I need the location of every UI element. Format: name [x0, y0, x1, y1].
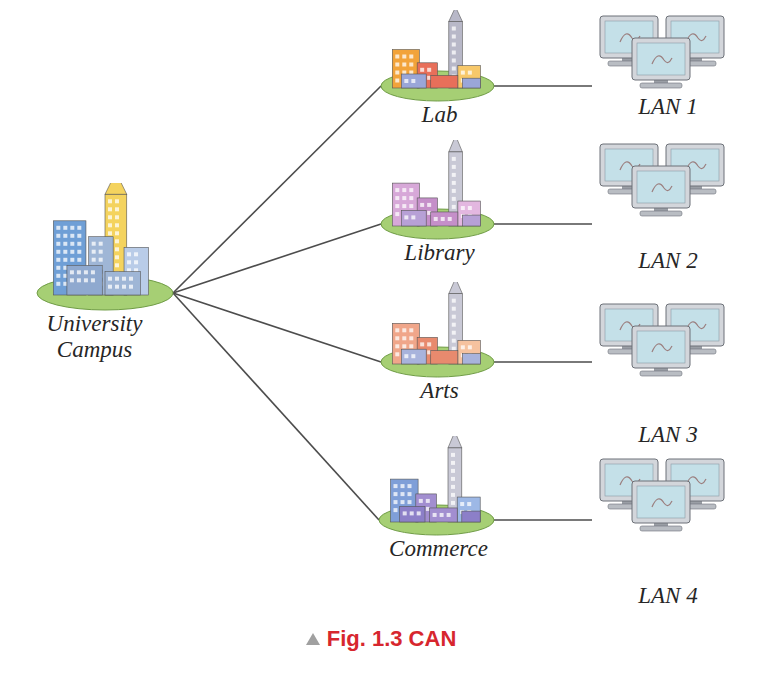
building-illustration: [10, 183, 175, 311]
network-link: [494, 85, 592, 87]
building: [431, 75, 458, 88]
node-label: Library: [380, 240, 499, 266]
node-label: LAN 4: [592, 583, 744, 609]
node-label: LAN 2: [592, 248, 744, 274]
figure-caption: Fig. 1.3 CAN: [327, 626, 457, 652]
node-label: University Campus: [10, 311, 179, 364]
node-label: Commerce: [378, 536, 499, 562]
building: [401, 74, 426, 88]
building: [400, 506, 425, 522]
department-node: Arts: [380, 282, 499, 404]
computer-monitor: [632, 38, 690, 88]
building: [431, 351, 458, 364]
campus-node: University Campus: [10, 183, 179, 364]
department-node: Lab: [380, 10, 499, 128]
building: [67, 265, 102, 295]
building-illustration: [380, 10, 495, 102]
network-link: [173, 293, 379, 520]
building: [105, 272, 140, 295]
building: [430, 508, 458, 522]
network-link: [173, 224, 381, 293]
lan-node: LAN 2: [592, 140, 744, 274]
building-illustration: [378, 436, 495, 536]
department-node: Commerce: [378, 436, 499, 562]
computer-illustration: [592, 300, 740, 422]
node-label: Arts: [380, 378, 499, 404]
node-label: Lab: [380, 102, 499, 128]
node-label: LAN 3: [592, 422, 744, 448]
building: [462, 78, 480, 88]
computer-monitor: [632, 326, 690, 376]
network-link: [494, 361, 592, 363]
building: [458, 201, 481, 226]
building: [431, 212, 458, 226]
network-link: [494, 223, 592, 225]
building: [458, 66, 481, 88]
building: [462, 354, 480, 364]
computer-monitor: [632, 481, 690, 531]
caption-triangle: [305, 632, 321, 646]
computer-illustration: [592, 140, 740, 248]
caption-row: Fig. 1.3 CAN: [0, 626, 761, 652]
building: [401, 210, 426, 226]
department-node: Library: [380, 140, 499, 266]
computer-illustration: [592, 12, 740, 94]
lan-node: LAN 3: [592, 300, 744, 448]
network-link: [494, 519, 592, 521]
building: [401, 349, 426, 364]
building: [458, 340, 481, 364]
computer-illustration: [592, 455, 740, 583]
building: [462, 511, 480, 522]
building: [462, 215, 480, 226]
computer-monitor: [632, 166, 690, 216]
network-link: [173, 86, 381, 293]
lan-node: LAN 4: [592, 455, 744, 609]
node-label: LAN 1: [592, 94, 744, 120]
building-illustration: [380, 140, 495, 240]
lan-node: LAN 1: [592, 12, 744, 120]
building-illustration: [380, 282, 495, 378]
building: [457, 497, 480, 522]
